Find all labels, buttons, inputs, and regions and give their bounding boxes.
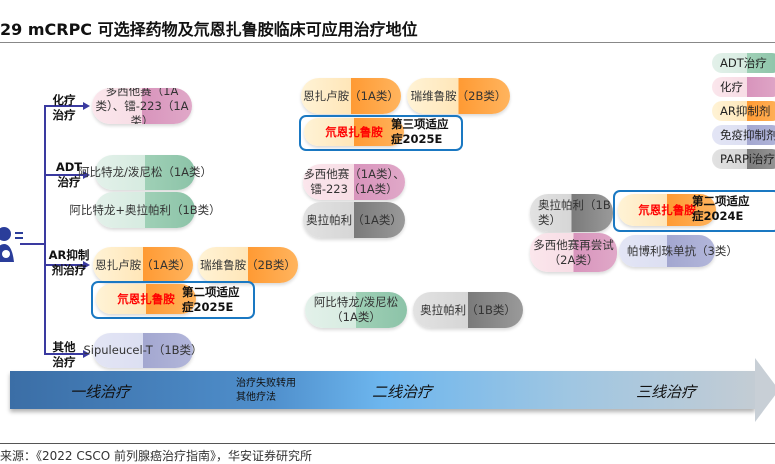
- timeline-first-line: 一线治疗: [70, 383, 131, 401]
- highlight-box: [299, 115, 463, 151]
- legend-adt: ADT治疗: [712, 53, 775, 73]
- drug-pill-deuenzalutamide: 氘恩扎鲁胺: [304, 118, 404, 146]
- branch-line: [44, 105, 84, 107]
- drug-pill-olaparib: 奥拉帕利（1B类）: [530, 194, 613, 232]
- legend-immuno: 免疫抑制剂: [712, 125, 775, 145]
- timeline-second-line: 二线治疗: [372, 383, 433, 401]
- legend-chemo: 化疗: [712, 77, 775, 97]
- drug-pill-docetaxel: 多西他赛（1A类）、镭-223（1A类）: [92, 88, 192, 124]
- branch-other: 其他治疗: [52, 340, 76, 369]
- timeline-switch-note: 治疗失败转用其他疗法: [236, 378, 296, 403]
- drug-pill-sipuleucel: Sipuleucel-T（1B类）: [83, 333, 203, 368]
- arrow-icon: [83, 171, 90, 179]
- arrow-icon: [83, 350, 90, 358]
- source-note: 来源：《2022 CSCO 前列腺癌治疗指南》，华安证券研究所: [0, 449, 312, 463]
- branch-line: [44, 264, 84, 266]
- drug-pill-deuenzalutamide: 氘恩扎鲁胺: [618, 194, 716, 226]
- footer-divider: [0, 443, 775, 444]
- legend-ar: AR抑制剂: [712, 101, 775, 121]
- highlight-box: [613, 190, 775, 232]
- timeline-third-line: 三线治疗: [636, 383, 697, 401]
- drug-pill-enzalutamide: 恩扎卢胺（1A类）: [93, 247, 193, 283]
- timeline-arrow-tip: [755, 358, 775, 422]
- arrow-icon: [83, 261, 90, 269]
- branch-chemo: 化疗治疗: [52, 93, 76, 122]
- drug-pill-abiraterone-olaparib: 阿比特龙+奥拉帕利（1B类）: [69, 192, 221, 228]
- indication-note: 第三项适应症2025E: [391, 117, 449, 146]
- drug-pill-abiraterone: 阿比特龙/泼尼松（1A类）: [305, 292, 407, 328]
- legend-parp: PARPi治疗: [712, 149, 775, 169]
- branch-adt: ADT治疗: [55, 160, 83, 189]
- highlight-box: [91, 281, 255, 319]
- indication-note: 第二项适应症2024E: [692, 194, 750, 223]
- branch-line: [44, 174, 84, 176]
- drug-pill-rezvilutamide: 瑞维鲁胺（2B类）: [198, 247, 298, 283]
- title-divider: [0, 42, 775, 43]
- tree-trunk: [44, 105, 46, 355]
- figure-title: 29 mCRPC 可选择药物及氘恩扎鲁胺临床可应用治疗地位: [0, 20, 418, 39]
- indication-note: 第二项适应症2025E: [182, 285, 240, 314]
- branch-ar: AR抑制剂治疗: [48, 248, 90, 277]
- drug-pill-olaparib: 奥拉帕利（1B类）: [413, 292, 523, 328]
- drug-pill-docetaxel-retry: 多西他赛再尝试（2A类）: [530, 233, 617, 272]
- drug-pill-pembrolizumab: 帕博利珠单抗（3类）: [619, 235, 738, 267]
- arrow-icon: [83, 102, 90, 110]
- drug-pill-enzalutamide: 恩扎卢胺（1A类）: [301, 78, 401, 114]
- tree-stem: [20, 243, 46, 245]
- drug-pill-docetaxel: 多西他赛（1A类）、镭-223（1A类）: [303, 164, 405, 200]
- branch-line: [44, 353, 84, 355]
- drug-pill-deuenzalutamide: 氘恩扎鲁胺: [96, 284, 196, 314]
- drug-pill-abiraterone: 阿比特龙/泼尼松（1A类）: [78, 155, 212, 190]
- timeline-arrow: [10, 371, 755, 409]
- drug-pill-olaparib: 奥拉帕利（1A类）: [303, 202, 405, 238]
- drug-pill-rezvilutamide: 瑞维鲁胺（2B类）: [407, 78, 510, 114]
- patient-icon: [0, 227, 23, 262]
